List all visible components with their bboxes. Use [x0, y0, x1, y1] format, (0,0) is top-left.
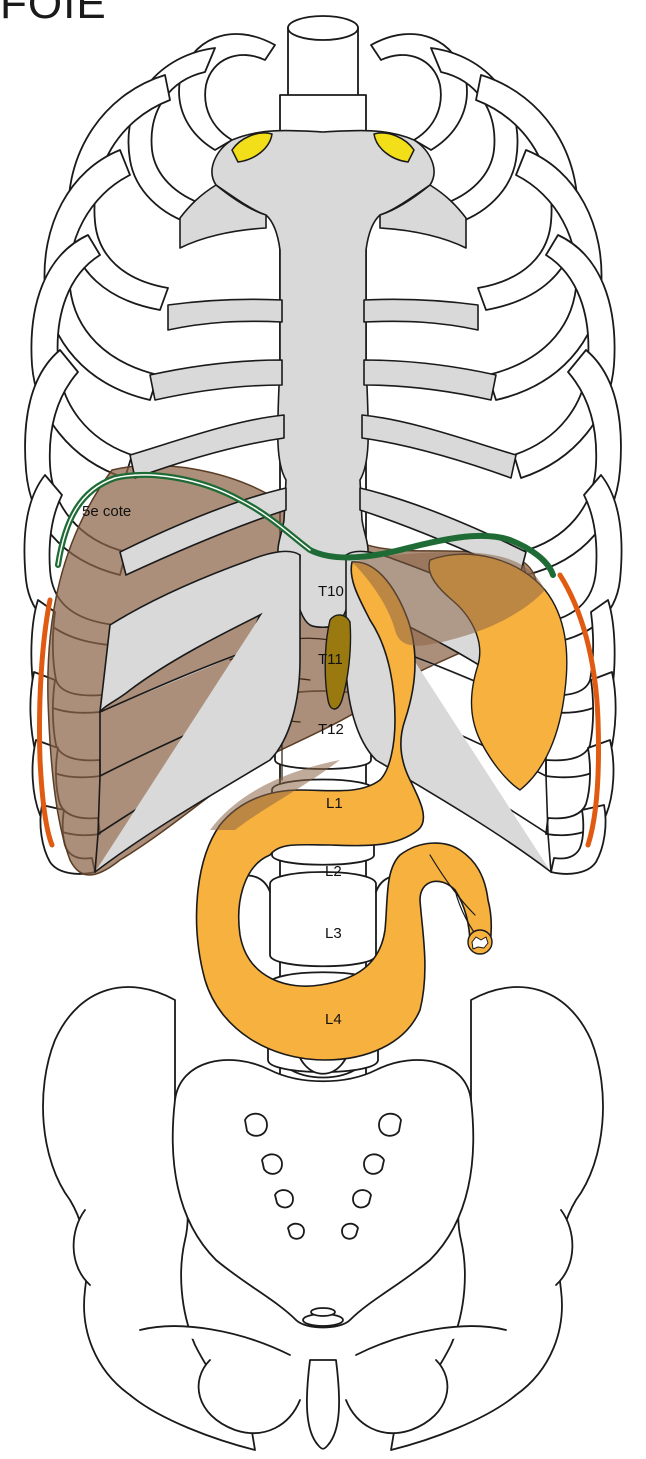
- pubic-symphysis: [307, 1360, 339, 1449]
- label-l1: L1: [326, 795, 343, 812]
- label-l3: L3: [325, 925, 342, 942]
- label-5e-cote: 5e cote: [82, 503, 131, 520]
- label-t12: T12: [318, 721, 344, 738]
- trachea-ring: [288, 16, 358, 40]
- label-l4: L4: [325, 1011, 342, 1028]
- label-l2: L2: [325, 863, 342, 880]
- label-t10: T10: [318, 583, 344, 600]
- label-t11: T11: [318, 651, 343, 668]
- sacrum: [173, 1060, 474, 1328]
